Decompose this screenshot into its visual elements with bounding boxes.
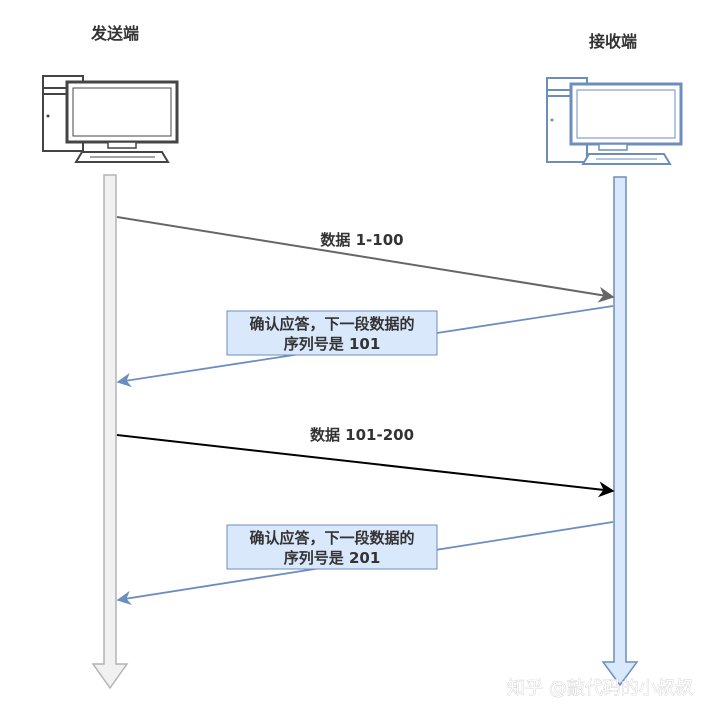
message-arrow-2 <box>116 434 615 498</box>
message-label-1: 数据 1-100 <box>320 231 403 249</box>
receiver-title: 接收端 <box>589 32 637 51</box>
ack-box-1 <box>226 310 438 356</box>
sender-computer-icon <box>42 75 179 163</box>
ack-box-2 <box>226 524 438 570</box>
sender-title: 发送端 <box>90 24 139 43</box>
ack-text-2-line2: 序列号是 201 <box>284 549 381 567</box>
ack-text-2-line1: 确认应答，下一段数据的 <box>249 529 414 547</box>
message-arrow-1 <box>116 216 615 303</box>
sender-lifeline <box>91 174 129 690</box>
ack-text-1-line1: 确认应答，下一段数据的 <box>249 315 414 333</box>
watermark: 知乎 @敲代码的小叔叔 <box>507 678 693 699</box>
message-label-2: 数据 101-200 <box>310 426 414 444</box>
receiver-computer-icon <box>546 77 683 165</box>
receiver-lifeline <box>601 176 639 687</box>
ack-text-1-line2: 序列号是 101 <box>284 335 381 353</box>
